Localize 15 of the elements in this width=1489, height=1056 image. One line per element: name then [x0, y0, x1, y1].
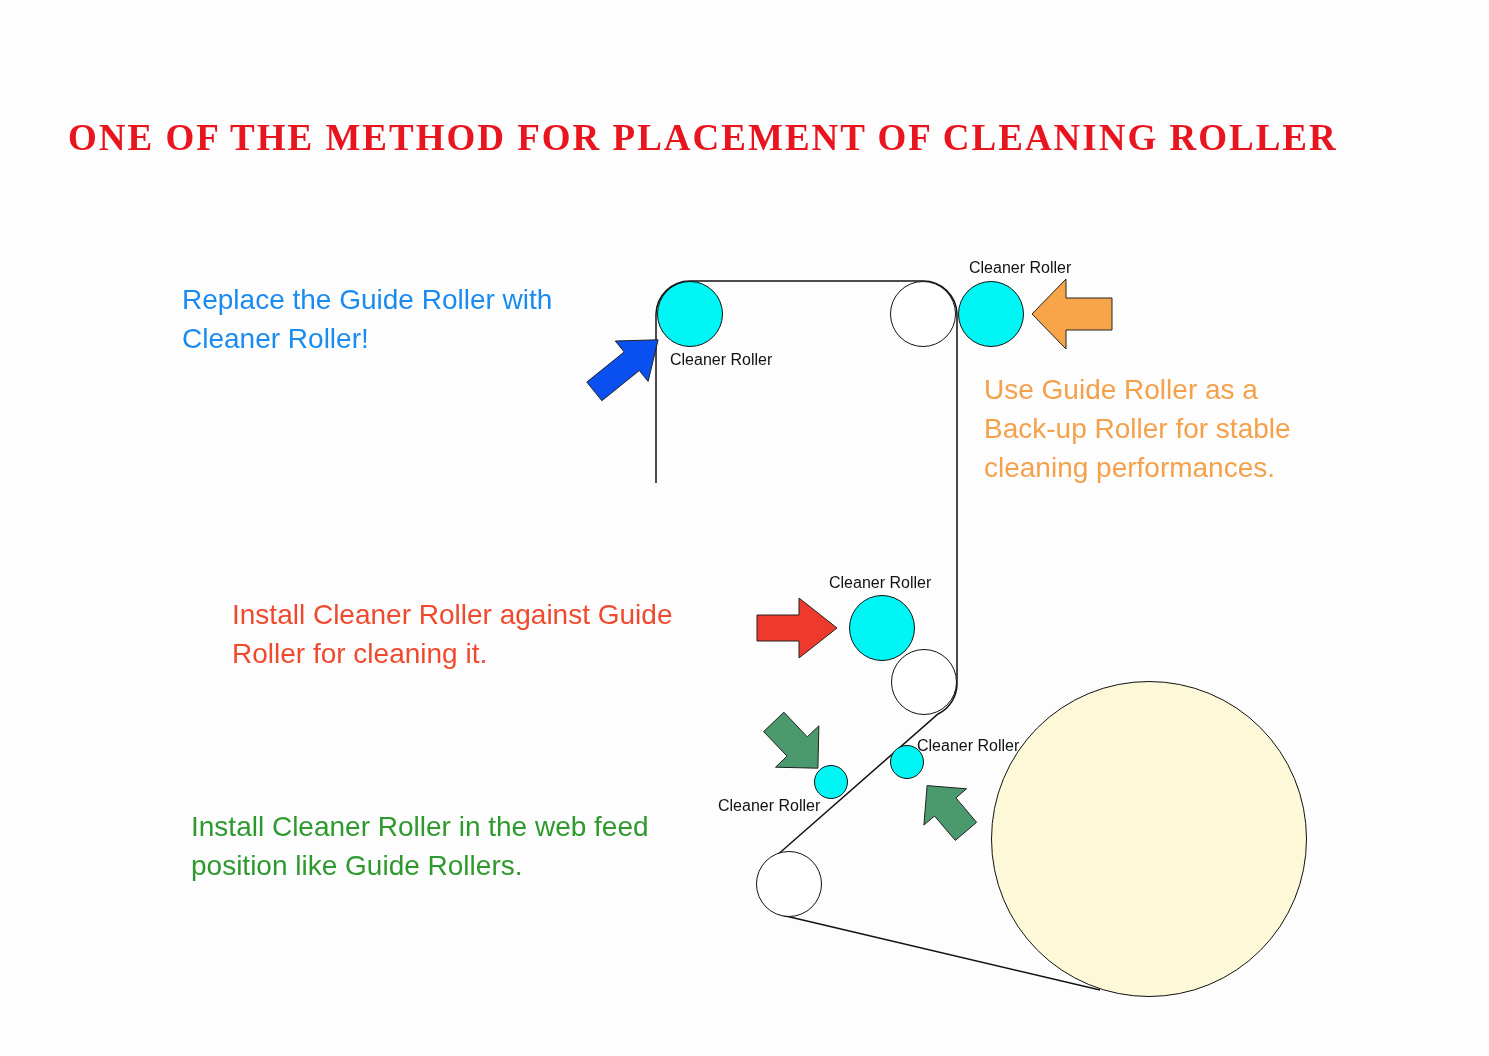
note-text: Install Cleaner Roller against Guide Roller for cleaning it. — [232, 598, 674, 671]
note-text: Replace the Guide Roller with Cleaner Roller! — [182, 283, 554, 356]
block-arrow — [923, 785, 978, 841]
roller-label: Cleaner Roller — [917, 737, 1020, 755]
block-arrow — [763, 711, 820, 769]
block-arrow — [1031, 278, 1113, 350]
roller-label: Cleaner Roller — [969, 259, 1072, 277]
note-text: Install Cleaner Roller in the web feed position like Guide Rollers. — [191, 810, 650, 883]
note-text: Use Guide Roller as a Back-up Roller for stable cleaning performances. — [984, 373, 1292, 485]
title: ONE OF THE METHOD FOR PLACEMENT OF CLEANING ROLLER — [68, 116, 1338, 159]
block-arrow — [756, 597, 838, 659]
roller-label: Cleaner Roller — [718, 797, 821, 815]
block-arrow — [586, 339, 659, 402]
roller-label: Cleaner Roller — [829, 574, 932, 592]
roller-label: Cleaner Roller — [670, 351, 773, 369]
